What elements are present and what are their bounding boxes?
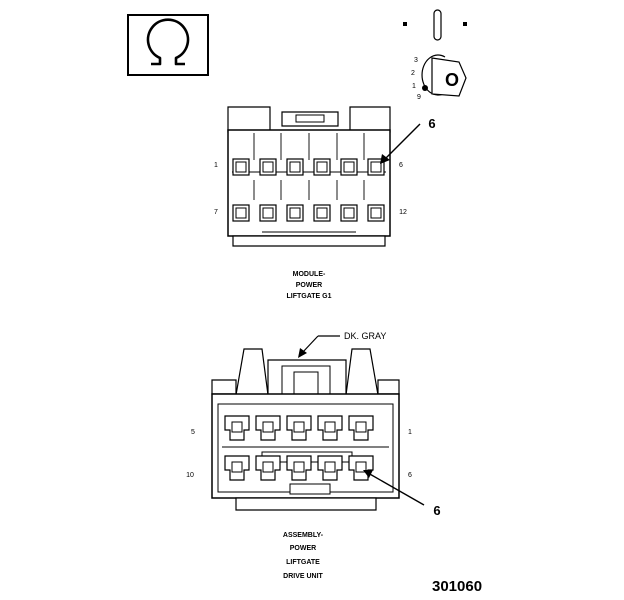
bottom-connector-name-3: LIFTGATE	[286, 559, 320, 566]
figure-number: 301060	[432, 578, 482, 595]
bottom-pin-label-10: 10	[186, 472, 194, 479]
top-pin-label-6: 6	[399, 162, 403, 169]
top-pin-label-12: 12	[399, 209, 407, 216]
key-letter: O	[445, 70, 459, 90]
bottom-pin-label-6: 6	[408, 472, 412, 479]
top-callout-label: 6	[428, 116, 435, 131]
top-connector	[227, 106, 391, 247]
wire-color-callout: DK. GRAY	[298, 331, 386, 358]
top-callout: 6	[380, 116, 436, 164]
top-pin-label-7: 7	[214, 209, 218, 216]
wire-color-label: DK. GRAY	[344, 331, 386, 341]
key-label-1: 1	[412, 83, 416, 90]
top-connector-name-2: POWER	[296, 282, 322, 289]
bottom-pin-label-5: 5	[191, 429, 195, 436]
key-label-3: 3	[414, 57, 418, 64]
bottom-connector-name-1: ASSEMBLY-	[283, 532, 324, 539]
key-label-2: 2	[411, 70, 415, 77]
bottom-pin-label-1: 1	[408, 429, 412, 436]
connector-view-symbol	[127, 14, 209, 76]
omega-icon	[146, 18, 190, 66]
bottom-callout-label: 6	[433, 503, 440, 518]
top-pin-label-1: 1	[214, 162, 218, 169]
top-connector-name-1: MODULE-	[293, 271, 326, 278]
bottom-callout: 6	[363, 470, 441, 518]
bottom-connector-name-2: POWER	[290, 545, 316, 552]
top-connector-name-3: LIFTGATE G1	[287, 293, 332, 300]
bottom-connector-name-4: DRIVE UNIT	[283, 573, 323, 580]
key-label-9: 9	[417, 94, 421, 101]
bottom-connector	[211, 348, 400, 511]
mating-key-symbol: 3 2 1 9 O	[403, 9, 467, 101]
